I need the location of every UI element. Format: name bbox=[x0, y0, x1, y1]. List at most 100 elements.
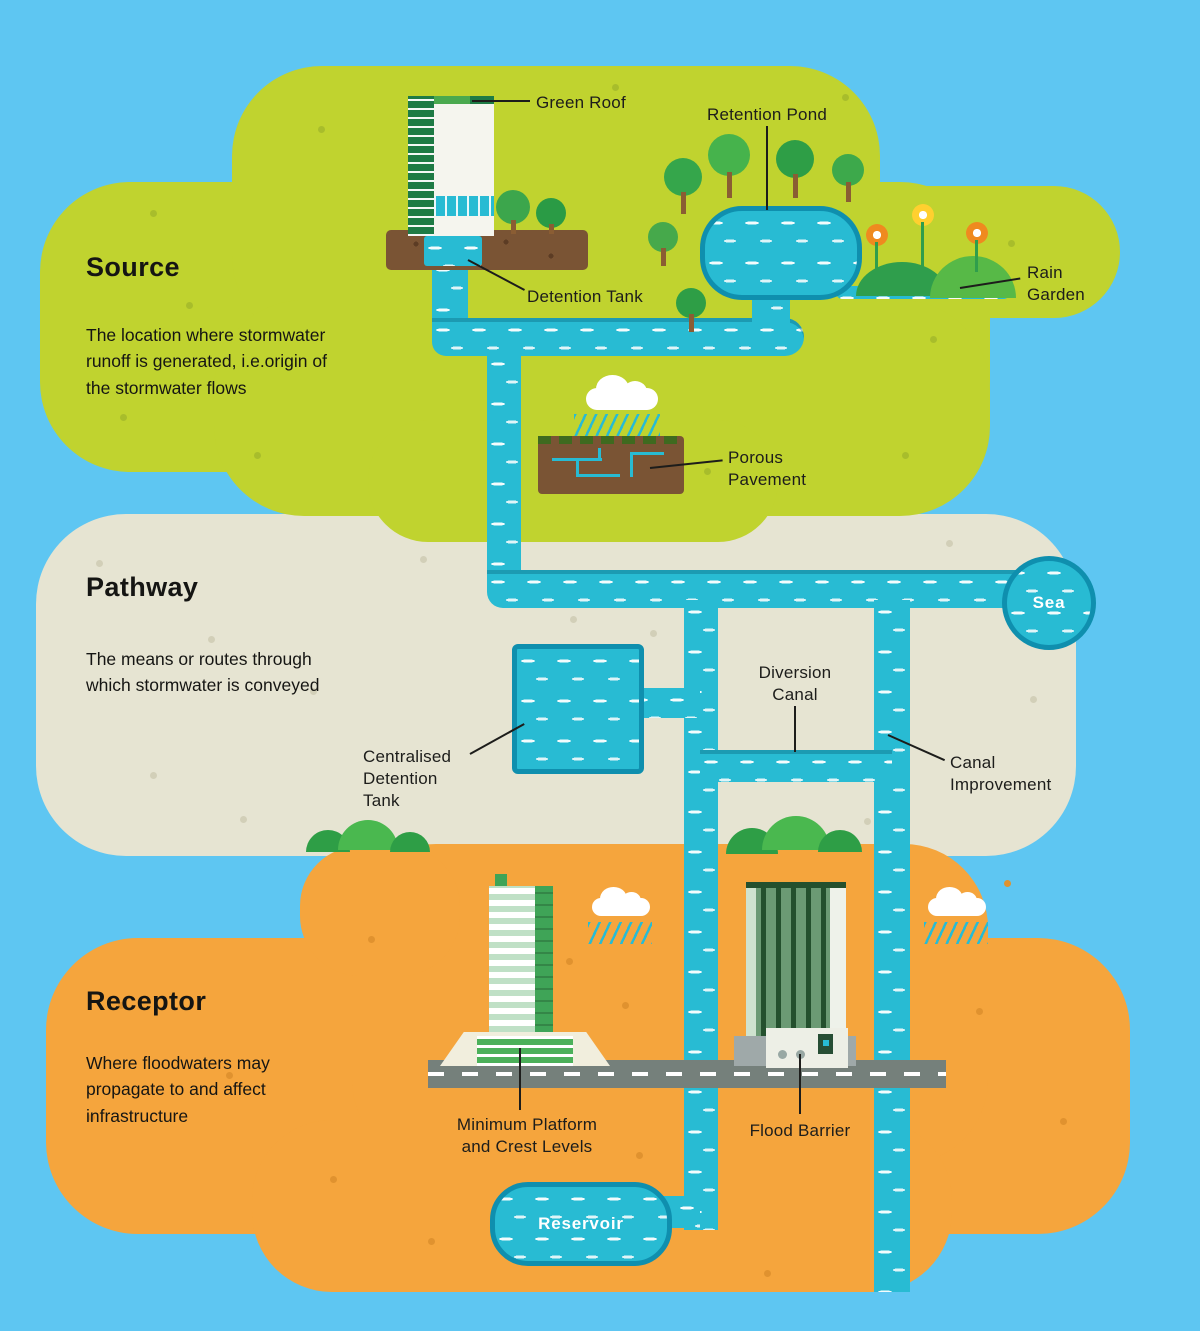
leader-retention-pond bbox=[766, 126, 768, 210]
decor-dot bbox=[254, 452, 261, 459]
decor-dot bbox=[208, 636, 215, 643]
crest-level-block bbox=[477, 1036, 573, 1066]
decor-dot bbox=[150, 772, 157, 779]
decor-dot bbox=[1004, 880, 1011, 887]
cloud-icon bbox=[586, 374, 658, 410]
decor-dot bbox=[612, 84, 619, 91]
road-marking bbox=[428, 1072, 946, 1076]
cloud-icon bbox=[592, 887, 650, 916]
decor-dot bbox=[88, 1114, 95, 1121]
leader-green-roof bbox=[472, 100, 530, 102]
decor-dot bbox=[428, 1238, 435, 1245]
receptor-section-description: Where floodwaters may propagate to and a… bbox=[86, 1053, 270, 1126]
building-facade bbox=[830, 882, 846, 1038]
main-downpipe bbox=[487, 352, 521, 584]
reservoir-pipe bbox=[684, 600, 718, 1230]
label-flood-barrier: Flood Barrier bbox=[749, 1121, 851, 1140]
centralised-detention-tank bbox=[512, 644, 644, 774]
label-retention-pond: Retention Pond bbox=[707, 105, 827, 124]
receptor-section-title: Receptor bbox=[86, 986, 207, 1016]
decor-dot bbox=[566, 958, 573, 965]
decor-dot bbox=[636, 1152, 643, 1159]
decor-dot bbox=[864, 818, 871, 825]
leader-flood-barrier bbox=[799, 1054, 801, 1114]
building-windows bbox=[434, 196, 494, 216]
decor-dot bbox=[704, 468, 711, 475]
decor-dot bbox=[946, 540, 953, 547]
receptor-section-background bbox=[300, 846, 460, 976]
decor-dot bbox=[120, 414, 127, 421]
green-roof bbox=[434, 96, 470, 104]
decor-dot bbox=[842, 94, 849, 101]
label-centralised-detention-tank: Centralised Detention Tank bbox=[363, 747, 452, 811]
sea: Sea bbox=[1002, 556, 1096, 650]
decor-dot bbox=[368, 936, 375, 943]
building-facade bbox=[408, 96, 434, 236]
flood-barrier bbox=[766, 1028, 848, 1068]
bush bbox=[390, 832, 430, 852]
label-rain-garden: Rain Garden bbox=[1027, 263, 1085, 305]
decor-dot bbox=[330, 1176, 337, 1183]
label-green-roof: Green Roof bbox=[536, 93, 626, 112]
pavement-surface bbox=[538, 436, 684, 444]
rain-icon bbox=[588, 922, 652, 944]
pavement-crack bbox=[576, 458, 579, 476]
decor-dot bbox=[318, 126, 325, 133]
pavement-crack bbox=[576, 474, 620, 477]
decor-dot bbox=[96, 560, 103, 567]
decor-dot bbox=[1008, 240, 1015, 247]
decor-dot bbox=[240, 816, 247, 823]
decor-dot bbox=[118, 1002, 125, 1009]
pavement-crack bbox=[598, 448, 601, 460]
barrier-gate-light bbox=[823, 1040, 829, 1046]
pavement-crack bbox=[630, 452, 633, 477]
decor-dot bbox=[650, 630, 657, 637]
reservoir: Reservoir bbox=[490, 1182, 672, 1266]
decor-dot bbox=[150, 210, 157, 217]
pavement-crack bbox=[630, 452, 664, 455]
pathway-section-title: Pathway bbox=[86, 572, 199, 602]
platform-building bbox=[489, 874, 553, 1038]
label-canal-improvement: Canal Improvement bbox=[950, 753, 1052, 795]
leader-diversion-canal bbox=[794, 706, 796, 752]
decor-dot bbox=[186, 302, 193, 309]
building-ground bbox=[386, 230, 588, 270]
canal-improvement-pipe bbox=[874, 600, 910, 1292]
leader-minimum-platform bbox=[519, 1048, 521, 1110]
source-section-title: Source bbox=[86, 252, 180, 282]
sea-label: Sea bbox=[1032, 593, 1066, 612]
decor-dot bbox=[226, 1072, 233, 1079]
decor-dot bbox=[764, 1270, 771, 1277]
flood-barrier-building bbox=[746, 882, 846, 1038]
label-minimum-platform: Minimum Platform and Crest Levels bbox=[456, 1115, 598, 1157]
decor-dot bbox=[930, 336, 937, 343]
decor-dot bbox=[1060, 1118, 1067, 1125]
decor-dot bbox=[622, 1002, 629, 1009]
reservoir-label: Reservoir bbox=[538, 1214, 624, 1233]
label-diversion-canal: Diversion Canal bbox=[758, 663, 832, 705]
retention-pond bbox=[700, 206, 862, 300]
bolt-icon bbox=[778, 1050, 787, 1059]
diversion-canal-channel bbox=[700, 750, 892, 782]
decor-dot bbox=[310, 688, 317, 695]
pathway-section-description: The means or routes through which stormw… bbox=[86, 649, 320, 696]
building-facade bbox=[535, 886, 553, 1038]
bush bbox=[818, 830, 862, 852]
source-channel bbox=[432, 318, 804, 356]
decor-dot bbox=[570, 616, 577, 623]
source-building bbox=[408, 96, 494, 236]
source-section-description: The location where stormwater runoff is … bbox=[86, 325, 327, 398]
label-detention-tank: Detention Tank bbox=[527, 287, 643, 306]
decor-dot bbox=[1030, 696, 1037, 703]
label-porous-pavement: Porous Pavement bbox=[728, 448, 807, 490]
rain-icon bbox=[924, 922, 988, 944]
decor-dot bbox=[902, 452, 909, 459]
building-facade bbox=[746, 882, 756, 1038]
rooftop-unit bbox=[495, 874, 507, 886]
decor-dot bbox=[420, 556, 427, 563]
sea-channel bbox=[487, 570, 1027, 608]
rain-icon bbox=[574, 414, 660, 438]
building-roof bbox=[746, 882, 846, 888]
decor-dot bbox=[976, 1008, 983, 1015]
